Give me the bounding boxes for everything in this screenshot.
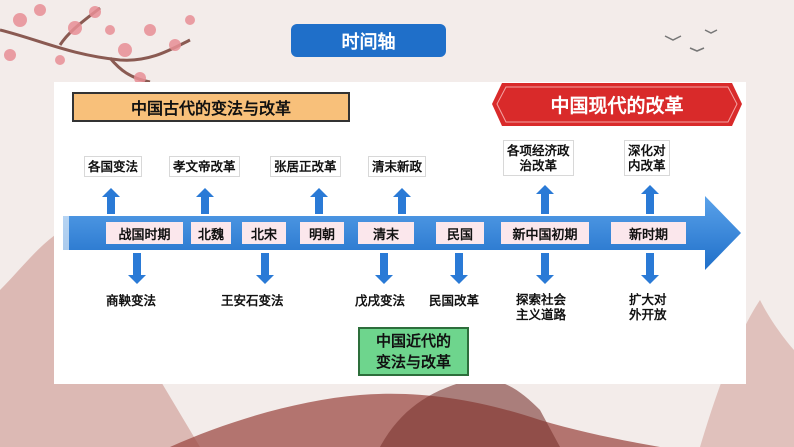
era-warring-states: 战国时期: [106, 222, 183, 244]
down-arrow-1: [128, 253, 146, 284]
top-label-zhang-juzheng-reform: 张居正改革: [270, 156, 341, 177]
ancient-reform-header: 中国古代的变法与改革: [72, 92, 350, 122]
recent-reform-title-line2: 变法与改革: [375, 352, 451, 371]
bottom-label-wang-anshi-reform: 王安石变法: [221, 293, 284, 308]
down-arrow-6: [641, 253, 659, 284]
bottom-label-explore-socialist-road: 探索社会 主义道路: [516, 292, 567, 322]
modern-header-shape: [492, 83, 742, 126]
bottom-label-republic-reform: 民国改革: [429, 293, 480, 308]
recent-reform-header: 中国近代的 变法与改革: [358, 327, 469, 376]
bottom-label-wuxu-reform: 戊戌变法: [355, 293, 406, 308]
era-republic: 民国: [436, 222, 484, 244]
modern-reform-title: 中国现代的改革: [550, 95, 684, 117]
blossom-petals: [4, 4, 195, 84]
era-early-prc: 新中国初期: [501, 222, 589, 244]
top-label-xiaowen-reform: 孝文帝改革: [169, 156, 240, 177]
up-arrow-2: [196, 188, 214, 214]
top-label-late-qing-new-policy: 清末新政: [368, 156, 427, 177]
top-label-economic-political-reform: 各项经济政 治改革: [503, 140, 574, 176]
mountains-right: [700, 300, 794, 447]
page-title: 时间轴: [341, 31, 396, 53]
modern-reform-header: 中国现代的改革: [492, 83, 742, 126]
top-label-states-reforms: 各国变法: [84, 156, 143, 177]
bottom-label-shang-yang-reform: 商鞅变法: [106, 293, 157, 308]
up-arrow-5: [536, 185, 554, 214]
title-badge: 时间轴: [291, 24, 446, 57]
up-arrow-4: [393, 188, 411, 214]
flying-birds: [664, 29, 718, 52]
ancient-reform-title: 中国古代的变法与改革: [130, 99, 291, 118]
down-arrow-4: [450, 253, 468, 284]
era-northern-wei: 北魏: [191, 222, 231, 244]
era-ming: 明朝: [300, 222, 344, 244]
up-arrow-6: [641, 185, 659, 214]
up-arrow-3: [310, 188, 328, 214]
down-arrow-2: [256, 253, 274, 284]
era-late-qing: 清末: [358, 222, 414, 244]
era-new-period: 新时期: [611, 222, 686, 244]
down-arrow-5: [536, 253, 554, 284]
recent-reform-title-line1: 中国近代的: [375, 331, 451, 350]
bottom-label-expand-opening-up: 扩大对 外开放: [629, 292, 667, 322]
era-northern-song: 北宋: [242, 222, 286, 244]
down-arrow-3: [375, 253, 393, 284]
up-arrow-1: [102, 188, 120, 214]
top-label-deepen-domestic-reform: 深化对 内改革: [624, 140, 670, 176]
